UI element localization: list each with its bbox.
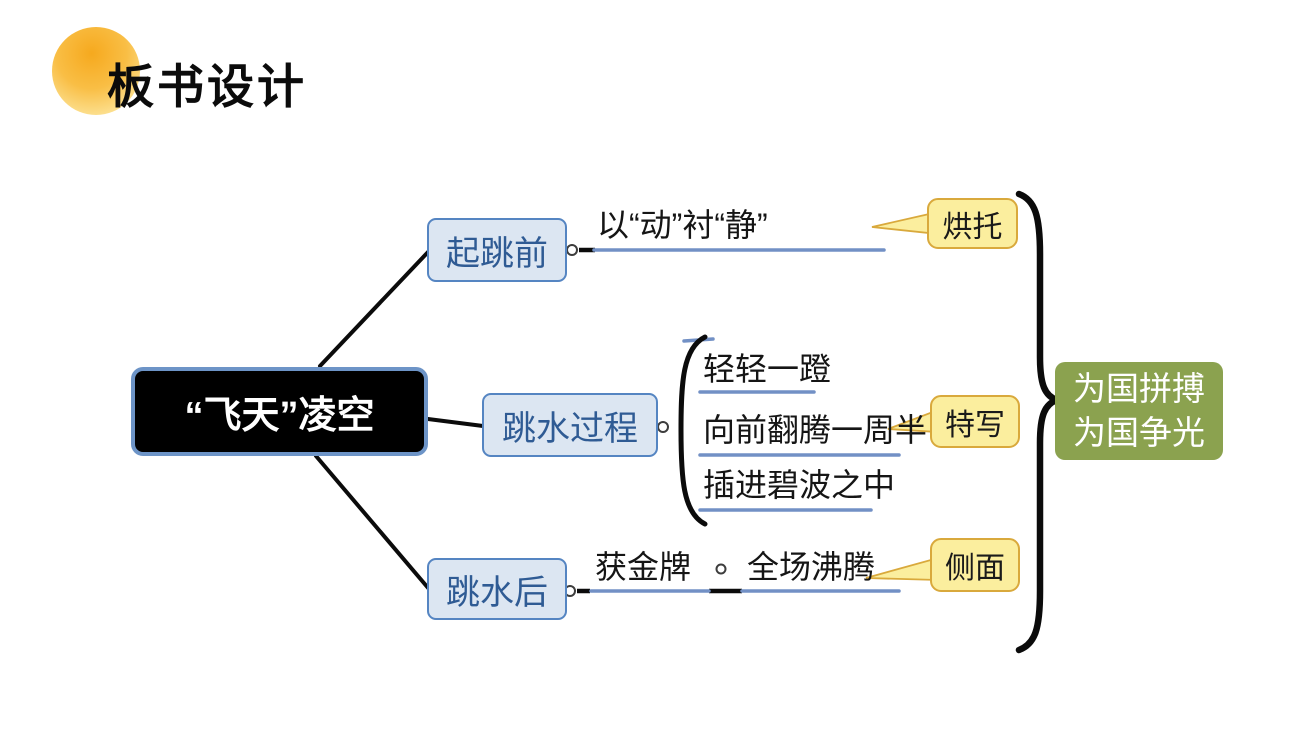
callout3-tail <box>865 556 939 581</box>
branch3-topic: 跳水后 <box>427 558 567 620</box>
branch1-callout: 烘托 <box>927 198 1018 249</box>
branch3-mid-dot <box>715 563 727 575</box>
branch2-callout: 特写 <box>930 395 1020 448</box>
root-topic: “飞天”凌空 <box>131 367 428 456</box>
branch1-topic: 起跳前 <box>427 218 567 282</box>
conclusion-line-2: 为国争光 <box>1073 414 1205 451</box>
branch2-detail-1: 轻轻一蹬 <box>703 351 832 387</box>
branch1-line <box>318 249 431 368</box>
branch2-dot <box>657 421 669 433</box>
branch3-line <box>314 454 431 591</box>
branch2-detail-2: 向前翻腾一周半 <box>703 412 928 448</box>
branch3-detail-1: 获金牌 <box>595 549 692 585</box>
yellow-ball-icon <box>52 27 140 115</box>
conclusion-line-1: 为国拼搏 <box>1073 370 1205 407</box>
curly-brace <box>1015 190 1068 654</box>
branch1-dot <box>566 244 578 256</box>
branch3-callout: 侧面 <box>930 538 1020 592</box>
branch2-line <box>426 417 485 428</box>
branch2-bracket <box>678 334 708 527</box>
page-title: 板书设计 <box>107 60 307 113</box>
branch1-detail: 以“动”衬“静” <box>597 207 768 243</box>
branch2-detail-3: 插进碧波之中 <box>703 467 896 503</box>
branch3-detail-2: 全场沸腾 <box>747 549 876 585</box>
conclusion-box: 为国拼搏 为国争光 <box>1055 362 1223 460</box>
branch2-topic: 跳水过程 <box>482 393 658 457</box>
